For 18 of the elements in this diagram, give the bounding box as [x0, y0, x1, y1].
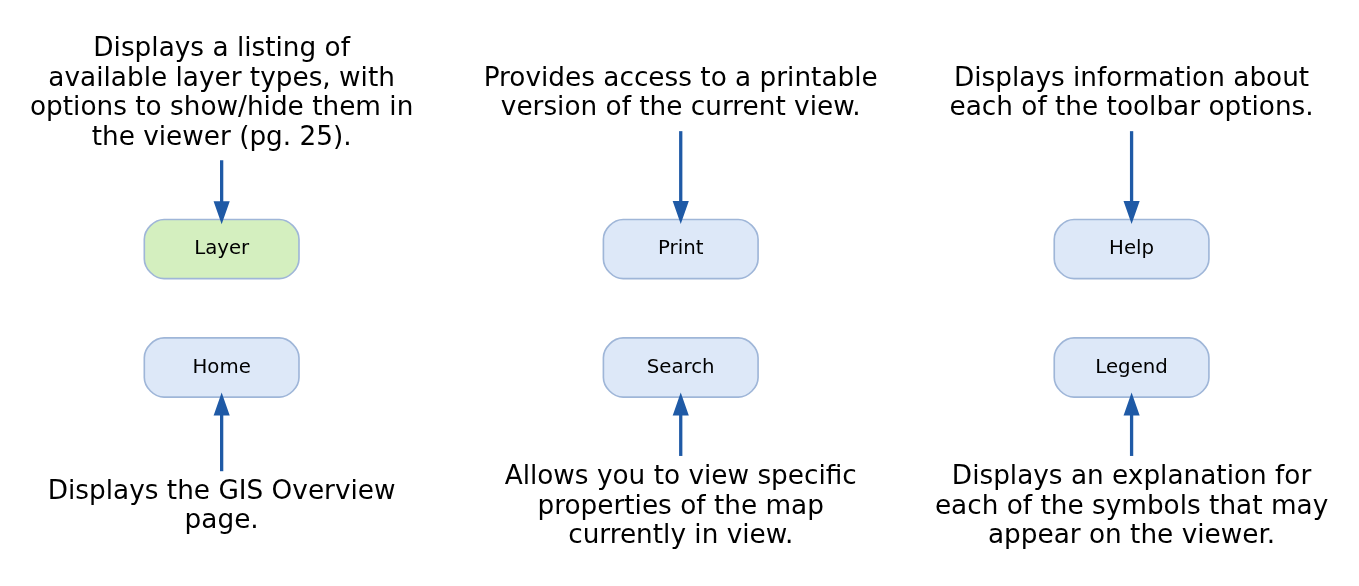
node-text: Displays information about each of the toolbar options.	[949, 61, 1314, 121]
arrow	[672, 130, 689, 224]
arrow	[1123, 392, 1140, 456]
node-box: Print	[602, 218, 759, 279]
node-text: Provides access to a printable version of the current view.	[483, 61, 878, 121]
arrow	[213, 159, 230, 224]
node-text: Allows you to view specific properties of the map currently in view.	[504, 459, 857, 549]
node-text: Displays the GIS Overview page.	[47, 474, 396, 534]
node-text: Displays a listing of available layer types, with options to show/hide them in the viewer (pg. 25).	[29, 31, 414, 151]
node-box: Search	[602, 336, 759, 398]
node-text: Displays an explanation for each of the symbols that may appear on the viewer.	[934, 459, 1329, 549]
node-box: Help	[1053, 218, 1210, 279]
node-box: Layer	[143, 218, 300, 279]
node-box: Legend	[1053, 336, 1210, 398]
arrow	[672, 392, 689, 456]
node-box: Home	[143, 336, 300, 398]
arrow	[1123, 130, 1140, 224]
arrow	[213, 392, 230, 471]
